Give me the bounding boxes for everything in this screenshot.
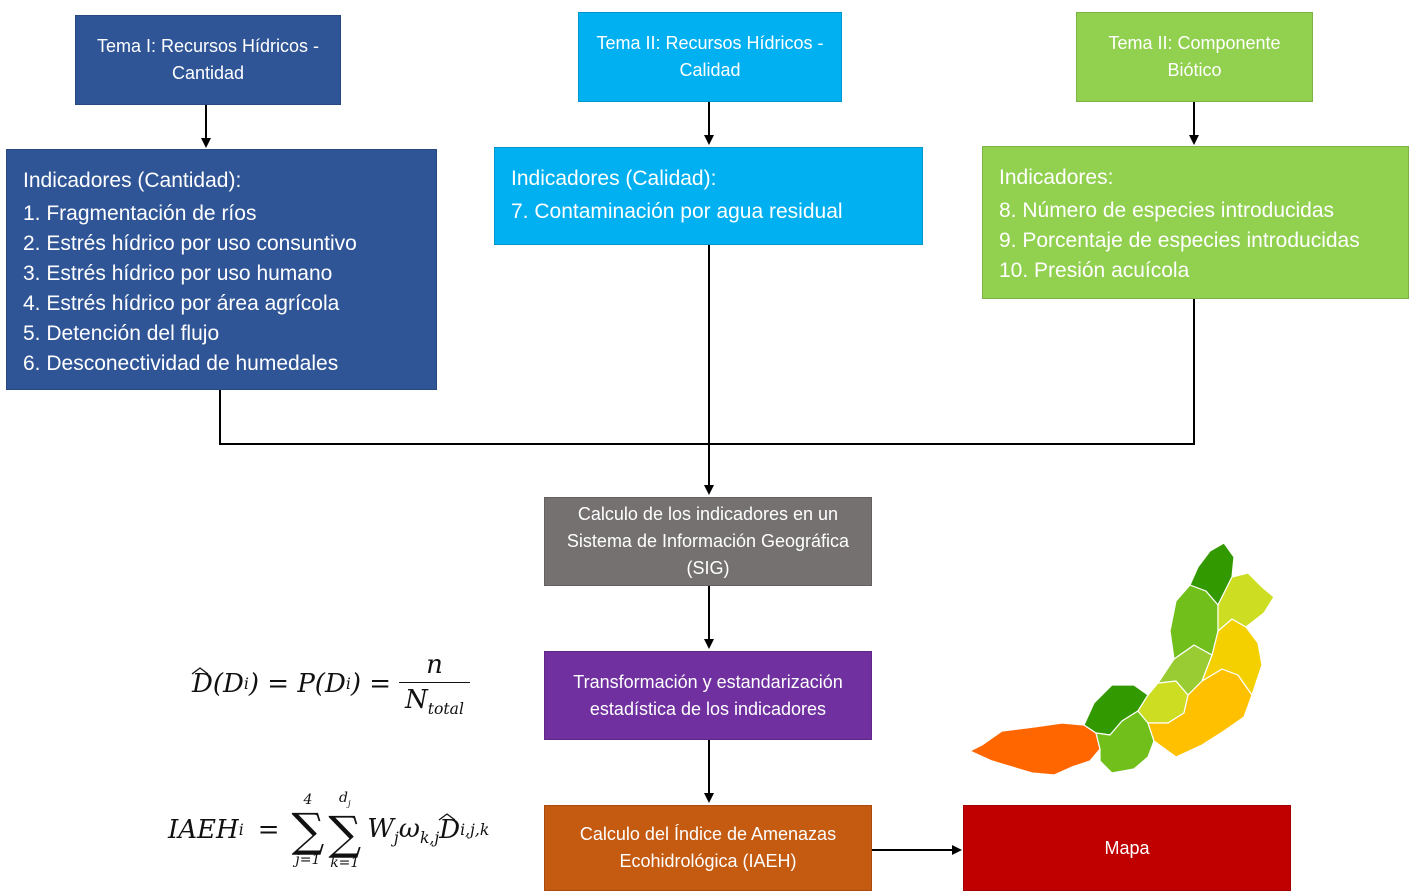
indicators-title-calidad: Indicadores (Calidad):: [511, 167, 717, 190]
theme-label-biotico: Tema II: Componente Biótico: [1108, 33, 1281, 80]
map-region: [969, 722, 1101, 776]
watershed-map-image: [969, 542, 1275, 776]
merge-line-right: [709, 299, 1195, 445]
step-mapa-label: Mapa: [1104, 837, 1150, 858]
indicator-item: 1. Fragmentación de ríos: [23, 202, 257, 225]
formula-hat-d: D: [191, 667, 213, 700]
formula-hat-d: D: [438, 813, 461, 846]
indicator-item: 8. Número de especies introducidas: [999, 199, 1335, 222]
summation-k: dj ∑ k=1: [328, 790, 362, 871]
sigma-icon: ∑: [328, 805, 362, 860]
step-iaeh: Calculo del Índice de Amenazas Ecohidrol…: [544, 805, 872, 891]
step-transform-label: Transformación y estandarización estadís…: [573, 671, 843, 719]
indicator-item: 4. Estrés hídrico por área agrícola: [23, 292, 340, 315]
indicators-box-calidad: Indicadores (Calidad): 7. Contaminación …: [494, 147, 923, 245]
indicator-item: 9. Porcentaje de especies introducidas: [999, 229, 1360, 252]
theme-box-biotico: Tema II: Componente Biótico: [1076, 12, 1313, 102]
indicator-item: 3. Estrés hídrico por uso humano: [23, 262, 333, 285]
merge-line-left: [219, 390, 709, 445]
map-region: [1095, 710, 1155, 774]
sigma-icon: ∑: [291, 803, 325, 858]
indicators-box-biotico: Indicadores: 8. Número de especies intro…: [982, 146, 1409, 299]
theme-label-calidad: Tema II: Recursos Hídricos - Calidad: [596, 33, 824, 80]
step-mapa: Mapa: [963, 805, 1291, 891]
indicators-box-cantidad: Indicadores (Cantidad): 1. Fragmentación…: [6, 149, 437, 390]
indicators-title-cantidad: Indicadores (Cantidad):: [23, 169, 242, 192]
map-region: [1217, 572, 1275, 632]
indicator-item: 7. Contaminación por agua residual: [511, 200, 843, 223]
indicators-title-biotico: Indicadores:: [999, 166, 1114, 189]
theme-label-cantidad: Tema I: Recursos Hídricos -Cantidad: [96, 36, 320, 83]
hat-icon: [191, 667, 209, 675]
indicator-item: 10. Presión acuícola: [999, 259, 1190, 282]
theme-box-calidad: Tema II: Recursos Hídricos - Calidad: [578, 12, 842, 102]
step-iaeh-label: Calculo del Índice de Amenazas Ecohidrol…: [579, 824, 837, 871]
step-sig-label: Calculo de los indicadores en un Sistema…: [566, 504, 850, 578]
indicator-item: 6. Desconectividad de humedales: [23, 352, 339, 375]
step-transform: Transformación y estandarización estadís…: [544, 651, 872, 740]
map-region: [1189, 542, 1235, 606]
indicator-item: 5. Detención del flujo: [23, 322, 220, 345]
indicator-item: 2. Estrés hídrico por uso consuntivo: [23, 232, 357, 255]
theme-box-cantidad: Tema I: Recursos Hídricos -Cantidad: [75, 15, 341, 105]
summation-j: 4 ∑ j=1: [291, 792, 325, 869]
step-sig: Calculo de los indicadores en un Sistema…: [544, 497, 872, 586]
formula-fraction: n Ntotal: [399, 650, 470, 718]
hat-icon: [438, 813, 456, 821]
